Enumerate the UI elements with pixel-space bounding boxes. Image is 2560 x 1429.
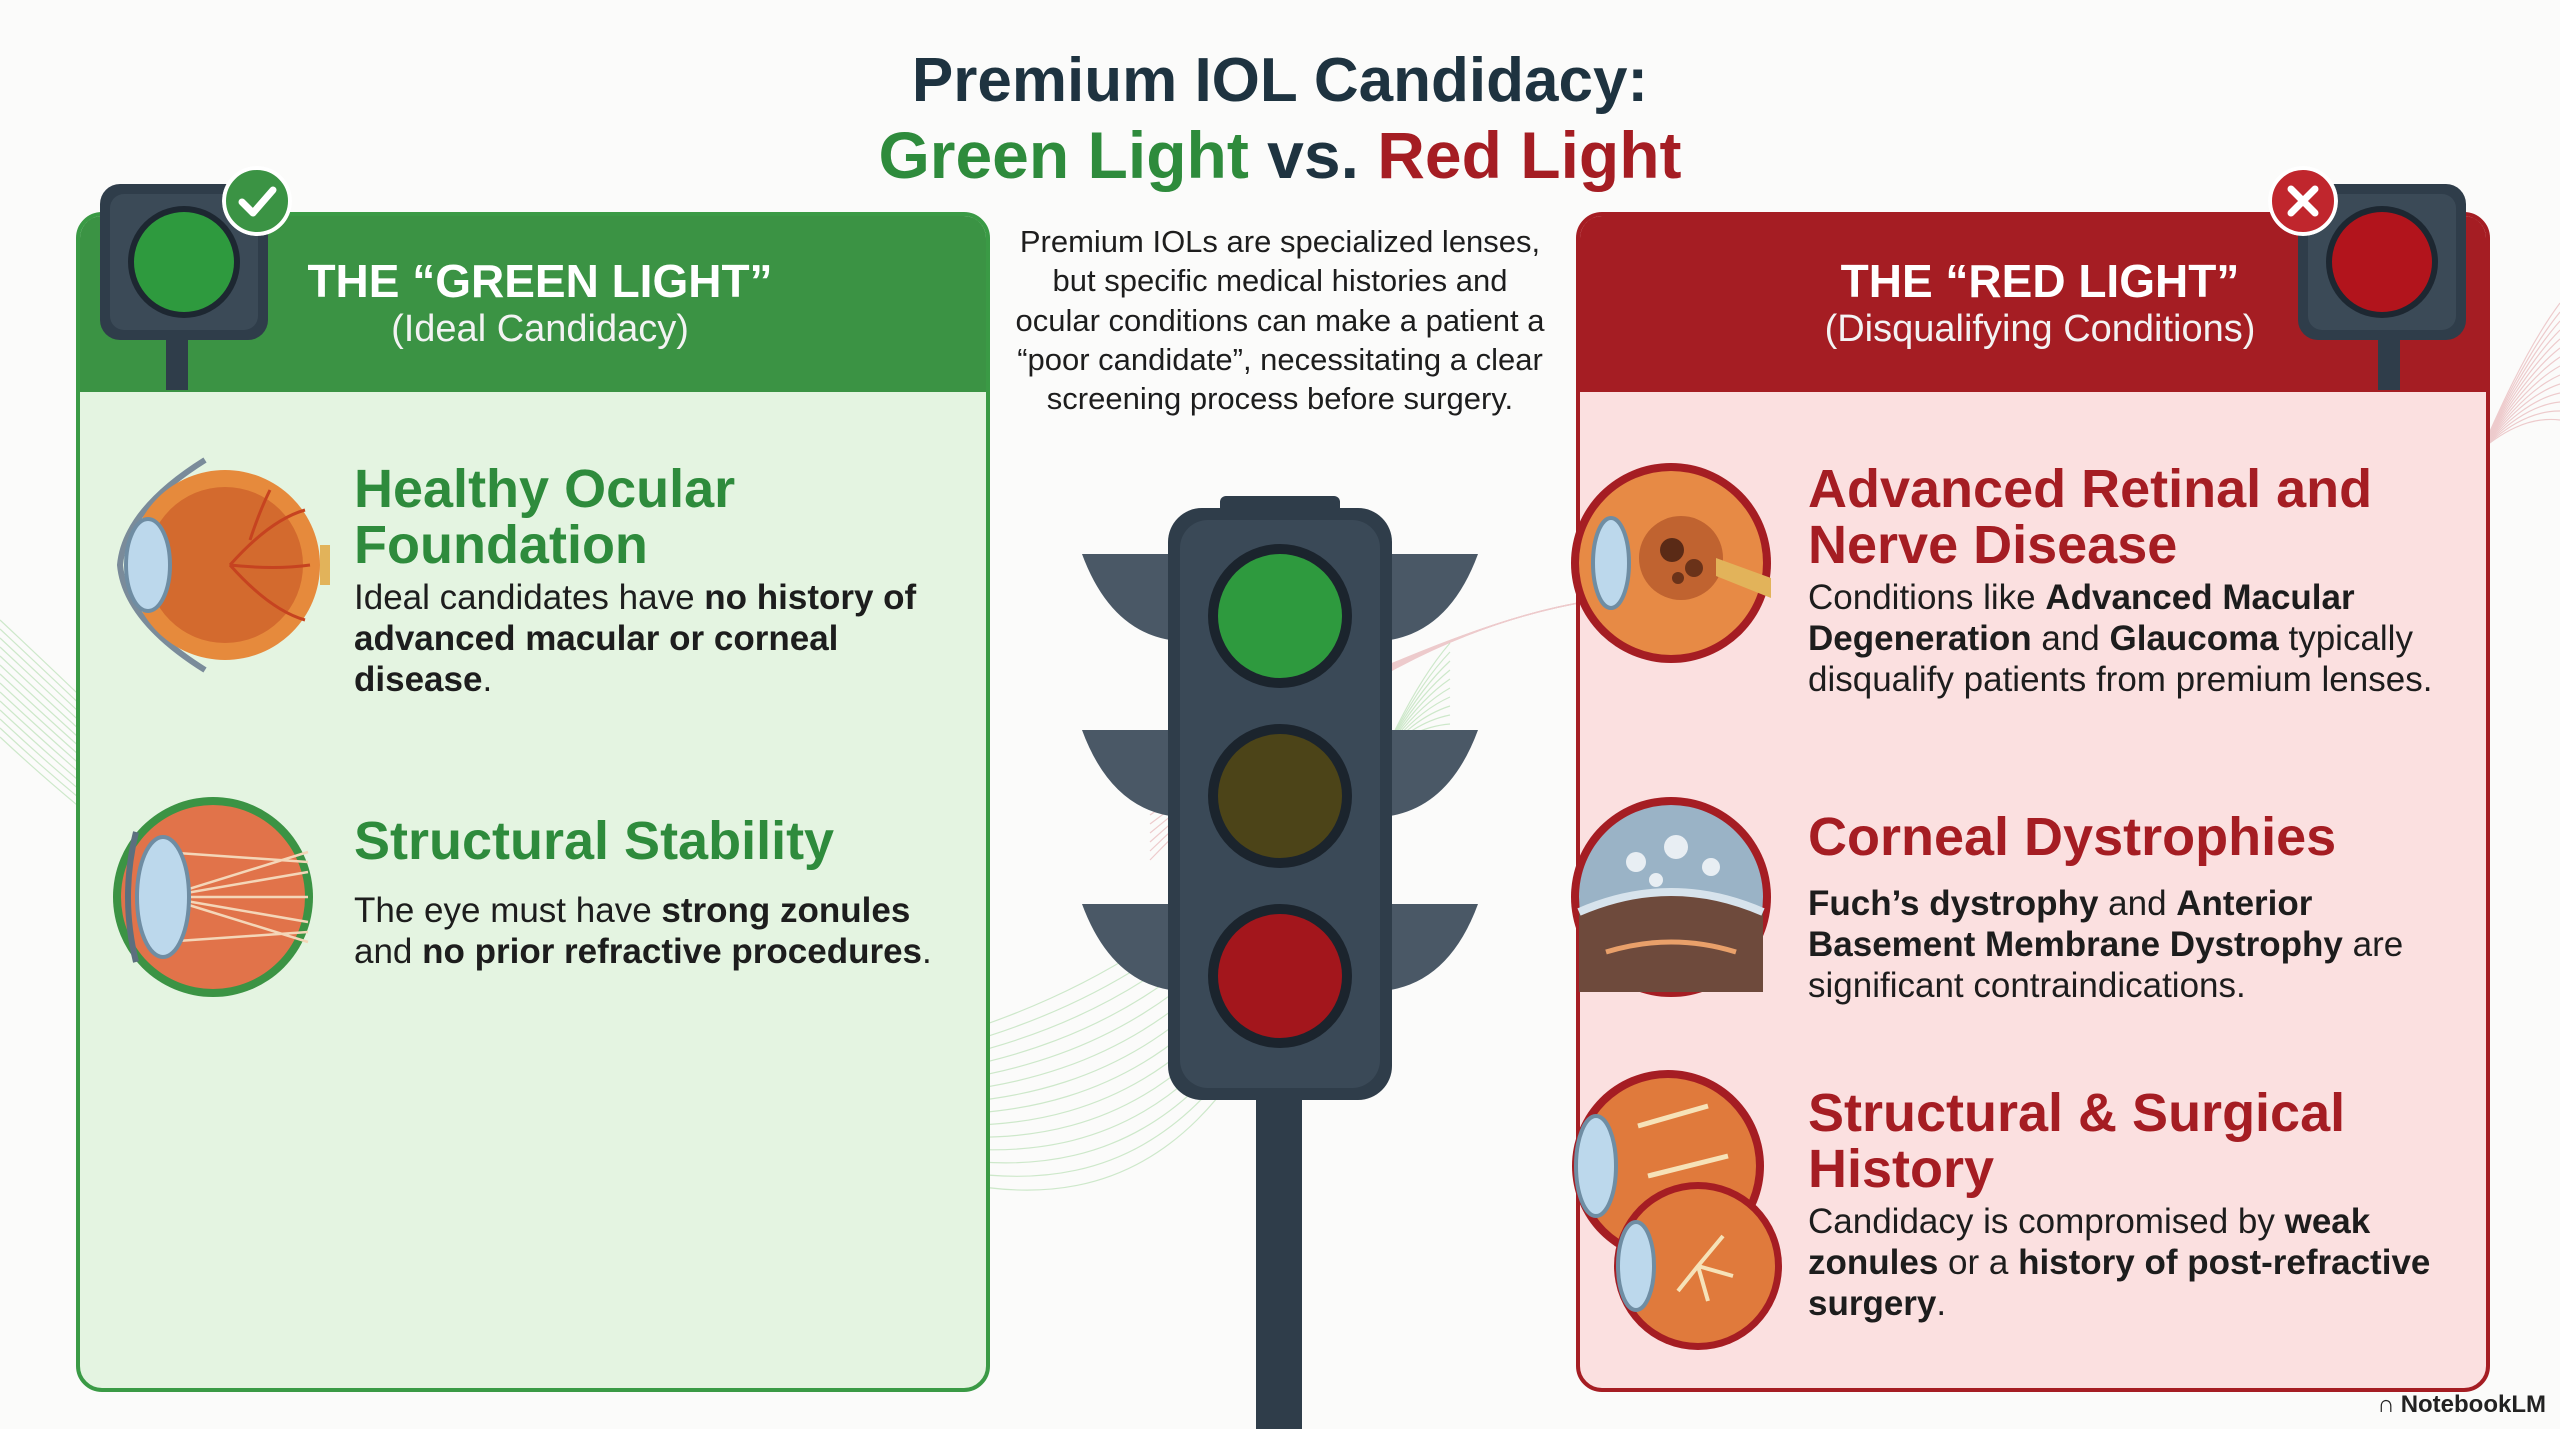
red-item-2-desc: Fuch’s dystrophy and Anterior Basement M…: [1808, 884, 2468, 1007]
red-light-panel: THE “RED LIGHT” (Disqualifying Condition…: [1576, 212, 2490, 1392]
desc-run: Ideal candidates have: [354, 578, 705, 617]
red-item-1-title-line-1: Advanced Retinal and: [1808, 459, 2373, 519]
desc-run: no history of advanced macular or cornea…: [354, 578, 917, 699]
green-item-1-desc: Ideal candidates have no history of adva…: [354, 578, 964, 701]
title-line-2: Green Light vs. Red Light: [0, 117, 2560, 195]
desc-run: Anterior Basement Membrane Dystrophy: [1808, 884, 2343, 964]
red-panel-subheading: (Disqualifying Conditions): [1824, 308, 2256, 350]
desc-run: Fuch’s dystrophy: [1808, 884, 2099, 923]
corneal-dystrophy-icon: [1571, 797, 1771, 997]
green-item-1-title: Healthy Ocular Foundation: [354, 462, 964, 572]
desc-run: .: [1936, 1283, 1947, 1323]
desc-run: no prior refractive procedures: [422, 931, 923, 971]
x-mark-icon: [2268, 166, 2338, 236]
red-item-3-desc: Candidacy is compromised by weak zonules…: [1808, 1202, 2468, 1325]
red-item-3-title-line-1: Structural & Surgical: [1808, 1083, 2346, 1143]
green-item-2-desc: The eye must have strong zonules and no …: [354, 891, 964, 973]
surgical-history-eyes-icon: [1572, 1070, 1782, 1350]
red-item-3-title-line-2: History: [1808, 1139, 1995, 1199]
title-green-light: Green Light: [878, 118, 1249, 193]
desc-run: and: [354, 931, 423, 971]
desc-run: weak zonules: [1808, 1202, 2371, 1282]
desc-run: .: [922, 931, 932, 971]
green-panel-heading: THE “GREEN LIGHT”: [307, 255, 773, 307]
desc-run: Candidacy is compromised by: [1808, 1202, 2285, 1241]
mini-green-signal-icon: [100, 184, 268, 390]
traffic-light-icon: [1082, 496, 1478, 1429]
zonules-eye-icon: [113, 797, 313, 997]
desc-run: strong zonules: [661, 891, 911, 930]
notebooklm-brand: ∩NotebookLM: [2377, 1391, 2546, 1419]
title-vs: vs.: [1267, 118, 1359, 193]
mini-red-signal-icon: [2298, 184, 2466, 390]
desc-run: typically disqualify patients from premi…: [1808, 618, 2433, 699]
desc-run: The eye must have: [354, 891, 662, 930]
green-item-1-title-line-1: Healthy Ocular: [354, 459, 736, 519]
red-item-1-title-line-2: Nerve Disease: [1808, 515, 2178, 575]
check-icon: [222, 166, 292, 236]
green-item-2-title: Structural Stability: [354, 811, 835, 871]
healthy-eye-icon: [116, 457, 330, 673]
page-title: Premium IOL Candidacy: Green Light vs. R…: [0, 44, 2560, 195]
desc-run: surgery: [1808, 1283, 1937, 1323]
desc-run: Conditions like: [1808, 578, 2046, 617]
desc-run: .: [482, 659, 493, 699]
red-item-2-title: Corneal Dystrophies: [1808, 807, 2337, 867]
intro-text: Premium IOLs are specialized lenses, but…: [1015, 224, 1545, 417]
green-panel-subheading: (Ideal Candidacy): [391, 308, 689, 350]
notebooklm-logo-icon: ∩: [2377, 1391, 2395, 1418]
desc-run: and: [2031, 618, 2110, 658]
red-item-1-desc: Conditions like Advanced Macular Degener…: [1808, 578, 2468, 701]
desc-run: history of post-refractive: [2018, 1242, 2431, 1282]
desc-run: or a: [1938, 1242, 2019, 1282]
desc-run: Glaucoma: [2109, 618, 2279, 658]
title-red-light: Red Light: [1377, 118, 1682, 193]
red-item-1-title: Advanced Retinal and Nerve Disease: [1808, 462, 2468, 572]
red-item-3-title: Structural & Surgical History: [1808, 1086, 2468, 1196]
title-line-1: Premium IOL Candidacy:: [911, 46, 1649, 115]
notebooklm-label: NotebookLM: [2400, 1391, 2546, 1418]
desc-run: Advanced Macular Degeneration: [1808, 578, 2355, 658]
desc-run: are significant contraindications.: [1808, 924, 2404, 1005]
green-item-1-title-line-2: Foundation: [354, 515, 648, 575]
diseased-retina-icon: [1571, 463, 1771, 663]
red-panel-heading: THE “RED LIGHT”: [1840, 255, 2240, 307]
desc-run: and: [2098, 884, 2177, 923]
